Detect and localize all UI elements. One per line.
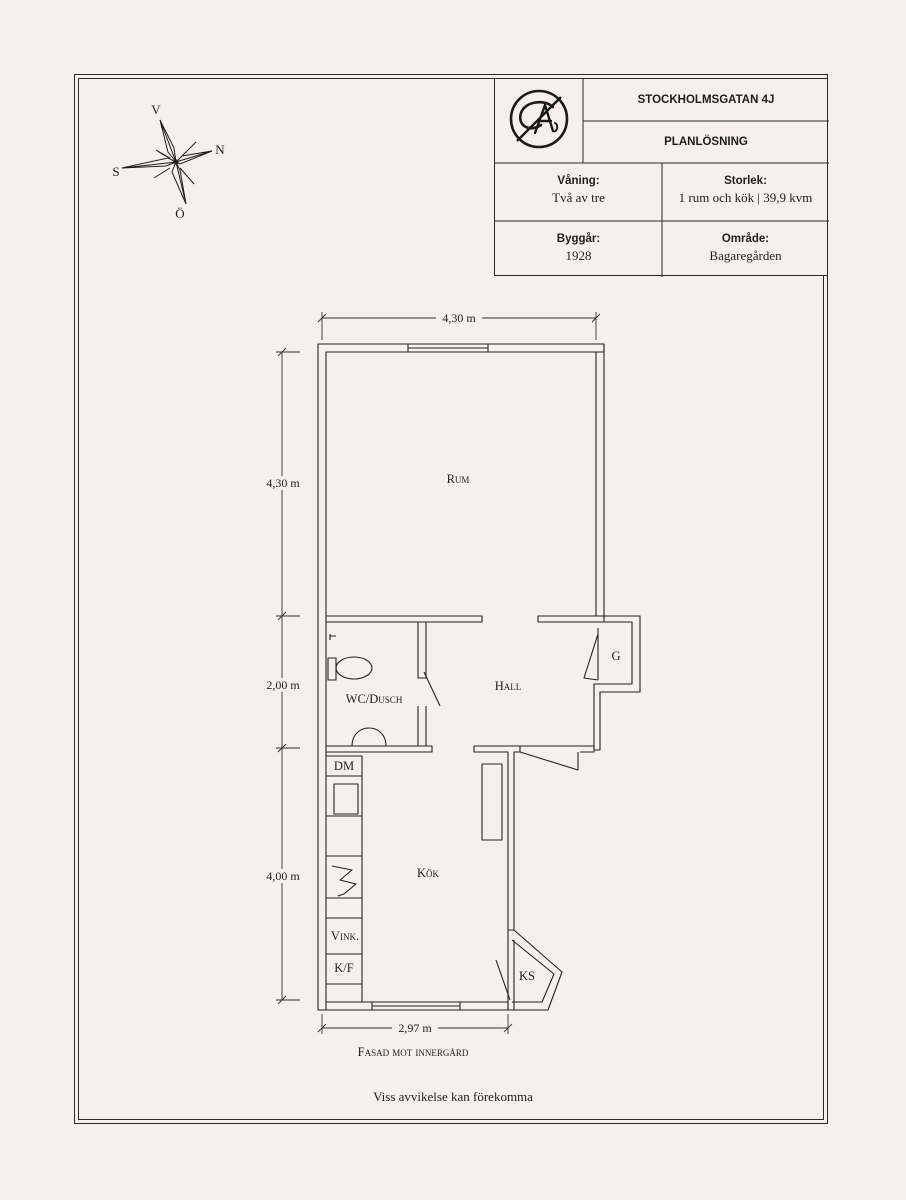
outer-frame	[74, 74, 828, 1124]
dim-left-bottom: 4,00 m	[266, 869, 300, 883]
pantry-door	[495, 959, 511, 1001]
stove-icon	[331, 865, 357, 897]
dim-top-width: 4,30 m	[442, 311, 476, 325]
closet-door	[583, 628, 599, 681]
area-value: Bagaregården	[709, 248, 782, 263]
size-cell: Storlek: 1 rum och kök | 39,9 kvm	[662, 175, 829, 206]
counter-front	[326, 755, 363, 1002]
wall-bath-kitchen	[326, 745, 433, 753]
room-label-rum: Rum	[447, 472, 470, 486]
compass-south: S	[112, 164, 119, 179]
bath-wall-right-top	[417, 622, 427, 679]
inner-frame	[78, 78, 824, 1120]
sink-icon	[333, 783, 359, 815]
area-label: Område:	[721, 233, 770, 245]
facade-label: Fasad mot innergård	[357, 1045, 469, 1059]
title-block-grid	[495, 79, 829, 277]
window-kitchen	[371, 1002, 461, 1010]
size-label: Storlek:	[724, 175, 767, 187]
title-block: STOCKHOLMSGATAN 4J PLANLÖSNING Våning: T…	[494, 78, 829, 277]
compass-rose: V N S Ö	[112, 102, 225, 221]
year-value: 1928	[565, 248, 592, 263]
outer-wall-right-rum	[595, 344, 605, 617]
kitchen-table	[481, 763, 503, 841]
floor-label: Våning:	[557, 175, 600, 187]
compass-west: V	[151, 102, 161, 117]
label-wine: Vink.	[331, 929, 359, 943]
label-dishwasher: DM	[334, 759, 354, 773]
shower-tap	[329, 634, 336, 640]
label-fridge: K/F	[334, 961, 354, 975]
window-top	[407, 344, 489, 352]
address: STOCKHOLMSGATAN 4J	[637, 94, 775, 106]
dim-bottom-width: 2,97 m	[398, 1021, 432, 1035]
area-cell: Område: Bagaregården	[662, 233, 829, 264]
dim-left-mid: 2,00 m	[266, 678, 300, 692]
wall-hall-right	[520, 745, 595, 753]
toilet-tank	[327, 657, 337, 681]
basin-icon	[351, 727, 387, 747]
outer-wall-left-top	[317, 343, 605, 1011]
toilet-icon	[335, 656, 373, 680]
logo-icon	[509, 89, 569, 149]
plan-subtitle: PLANLÖSNING	[664, 136, 748, 148]
floor-cell: Våning: Två av tre	[495, 175, 662, 206]
bath-door	[423, 671, 441, 707]
label-pantry: KS	[519, 969, 535, 983]
closet-walls	[593, 615, 641, 751]
room-label-hall: Hall	[495, 679, 522, 693]
hall-door	[519, 751, 579, 771]
compass-north: N	[215, 142, 225, 157]
kitchen-right-wall	[507, 930, 515, 1011]
floor-value: Två av tre	[552, 190, 605, 205]
room-label-kitchen: Kök	[417, 866, 440, 880]
logo	[495, 79, 583, 163]
year-label: Byggår:	[556, 233, 601, 245]
pantry-inner	[511, 939, 555, 1003]
pantry-outer	[513, 929, 563, 1011]
room-label-bath: WC/Dusch	[346, 692, 403, 706]
disclaimer: Viss avvikelse kan förekomma	[373, 1089, 533, 1104]
bath-wall-right-bottom	[417, 706, 427, 747]
room-label-closet: G	[611, 649, 620, 663]
counter-dividers	[326, 775, 362, 985]
compass-east: Ö	[175, 206, 184, 221]
wall-rum-hall-right	[537, 615, 605, 623]
wall-hall-kitchen	[473, 745, 521, 931]
wall-rum-hall-left	[326, 615, 483, 623]
dim-left-top: 4,30 m	[266, 476, 300, 490]
year-cell: Byggår: 1928	[495, 233, 662, 264]
size-value: 1 rum och kök | 39,9 kvm	[678, 190, 813, 205]
